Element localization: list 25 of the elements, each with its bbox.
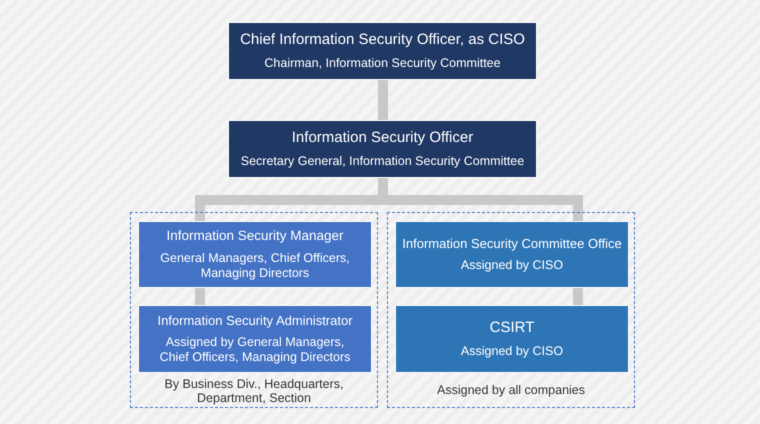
- role-box: [395, 221, 629, 288]
- role-description: Secretary General, Information Security Committee: [240, 154, 524, 169]
- connector: [195, 288, 205, 305]
- role-title: Chief Information Security Officer, as CISO: [240, 31, 525, 49]
- role-title: Information Security Administrator: [157, 312, 353, 328]
- role-box: [138, 221, 372, 288]
- role-description: General Managers, Chief Officers, Managing Directors: [159, 251, 351, 282]
- group-frame: [130, 212, 378, 408]
- group-caption: Assigned by all companies: [437, 383, 585, 397]
- role-box: [228, 120, 537, 178]
- role-title: Information Security Manager: [166, 228, 344, 244]
- role-description: Assigned by CISO: [460, 344, 564, 359]
- group-caption: By Business Div., Headquarters, Department, Section: [163, 377, 344, 405]
- role-box: [395, 305, 629, 373]
- role-title: Information Security Officer: [292, 129, 474, 147]
- role-title: Information Security Committee Office: [402, 236, 622, 252]
- role-title: CSIRT: [490, 319, 534, 337]
- role-box: [228, 22, 537, 80]
- role-box: [138, 305, 372, 373]
- role-description: Chairman, Information Security Committee: [264, 56, 501, 71]
- connector: [378, 80, 388, 120]
- group-frame: [387, 212, 635, 408]
- connector: [573, 288, 583, 305]
- role-description: Assigned by CISO: [460, 258, 564, 274]
- role-description: Assigned by General Managers, Chief Officers, Managing Directors: [158, 335, 352, 366]
